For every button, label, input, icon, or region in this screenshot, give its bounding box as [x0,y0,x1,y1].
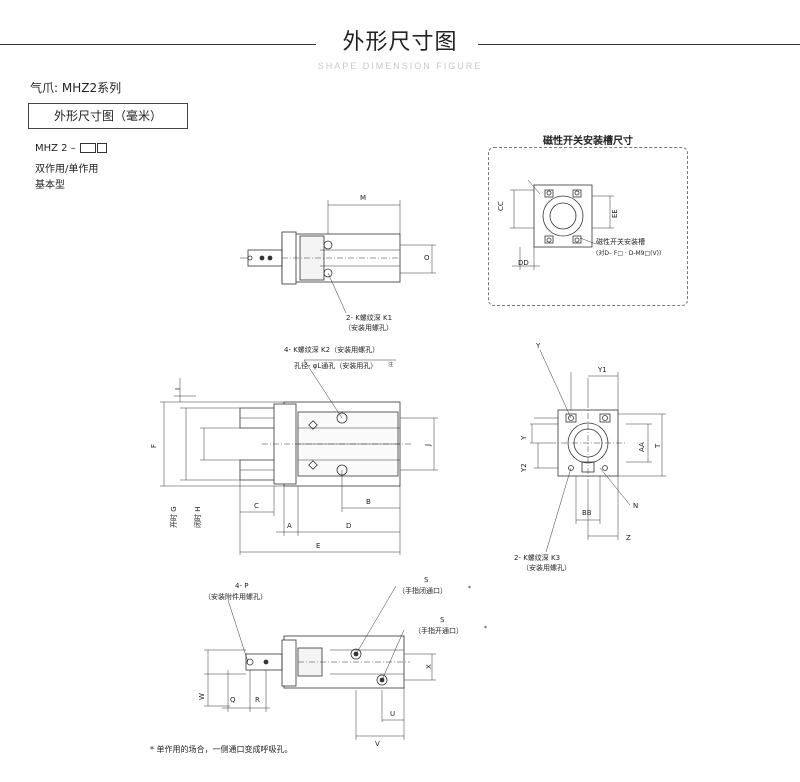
dim-a: A [287,522,292,530]
callout-s1-text: （手指闭通口） [398,586,447,595]
dim-bb: BB [582,509,592,517]
header-rule-left [0,44,316,45]
callout-k2-note: 注 [388,361,393,368]
model-line1: 双作用/单作用 [35,164,99,175]
dim-h-closed: 闭时 H [193,507,202,529]
callout-k1-line1: 2- K螺纹深 K1 [346,313,392,322]
dim-y-left: Y [520,435,528,441]
dim-y2: Y2 [520,463,528,473]
dim-j: J [424,444,432,447]
dim-u: U [390,710,395,718]
dim-b: B [366,498,371,506]
dim-r: R [255,696,260,704]
dim-i: I [174,388,182,390]
model-slot-box-1 [79,143,96,153]
callout-p-line2: （安装附件用螺孔） [204,592,267,601]
header-rule-right [478,44,800,45]
series-label: 气爪: MHZ2系列 [30,81,122,95]
model-line2: 基本型 [35,180,65,191]
callout-s2-asterisk: * [484,625,487,632]
model-code-text: MHZ 2 – [35,143,76,154]
main-view-drawing [160,359,438,555]
callout-k1-line2: （安装用螺孔） [344,323,393,332]
dim-y: Y [535,342,541,350]
slot-panel-title: 磁性开关安装槽尺寸 [543,136,633,147]
dim-x: X [425,664,433,669]
dim-f: F [150,444,158,448]
dim-cc: CC [497,201,505,211]
callout-k2-line2: 孔径- φL通孔（安装用孔） [294,361,377,370]
dim-t: T [654,443,662,449]
page-title: 外形尺寸图 [342,30,458,55]
callout-k2-line1: 4- K螺纹深 K2（安装用螺孔） [284,345,379,354]
slot-panel-frame [488,147,688,306]
side-view-drawing [530,349,666,553]
dim-aa: AA [638,442,646,452]
callout-s2-label: S [440,616,445,624]
callout-p-line1: 4- P [235,582,248,590]
callout-k3-line2: （安装用螺孔） [522,563,571,572]
dim-w: W [198,693,206,700]
model-slot-box-2 [96,143,107,153]
dim-y1: Y1 [597,366,607,374]
page-subtitle: SHAPE DIMENSION FIGURE [317,61,483,71]
dim-v: V [375,740,380,748]
model-code: MHZ 2 – [35,143,107,154]
dim-c: C [254,502,259,510]
top-view-drawing [240,200,436,314]
slot-switch-note: 磁性开关安装槽 [596,237,645,246]
callout-s2-text: （手指开通口） [414,626,463,635]
footnote: * 单作用的场合，一侧通口变成呼吸孔。 [150,745,293,754]
dim-g-open: 开时 G [169,506,178,528]
dim-m: M [360,194,366,202]
dim-z: Z [626,534,631,542]
dim-ee: EE [611,209,619,218]
slot-switch-model: (对D– F□ · D-M9□(V)) [596,249,661,257]
slot-detail-drawing [510,179,614,270]
bottom-view-drawing [204,585,436,740]
dim-dd: DD [518,259,529,267]
callout-s1-asterisk: * [468,585,471,592]
callout-k3-line1: 2- K螺纹深 K3 [514,553,560,562]
dim-e: E [316,542,320,550]
section-title: 外形尺寸图（毫米） [28,103,188,129]
dim-q: Q [230,696,236,704]
callout-s1-label: S [424,576,429,584]
dim-o: O [424,254,430,262]
dim-d: D [346,522,351,530]
dim-n: N [633,502,638,510]
